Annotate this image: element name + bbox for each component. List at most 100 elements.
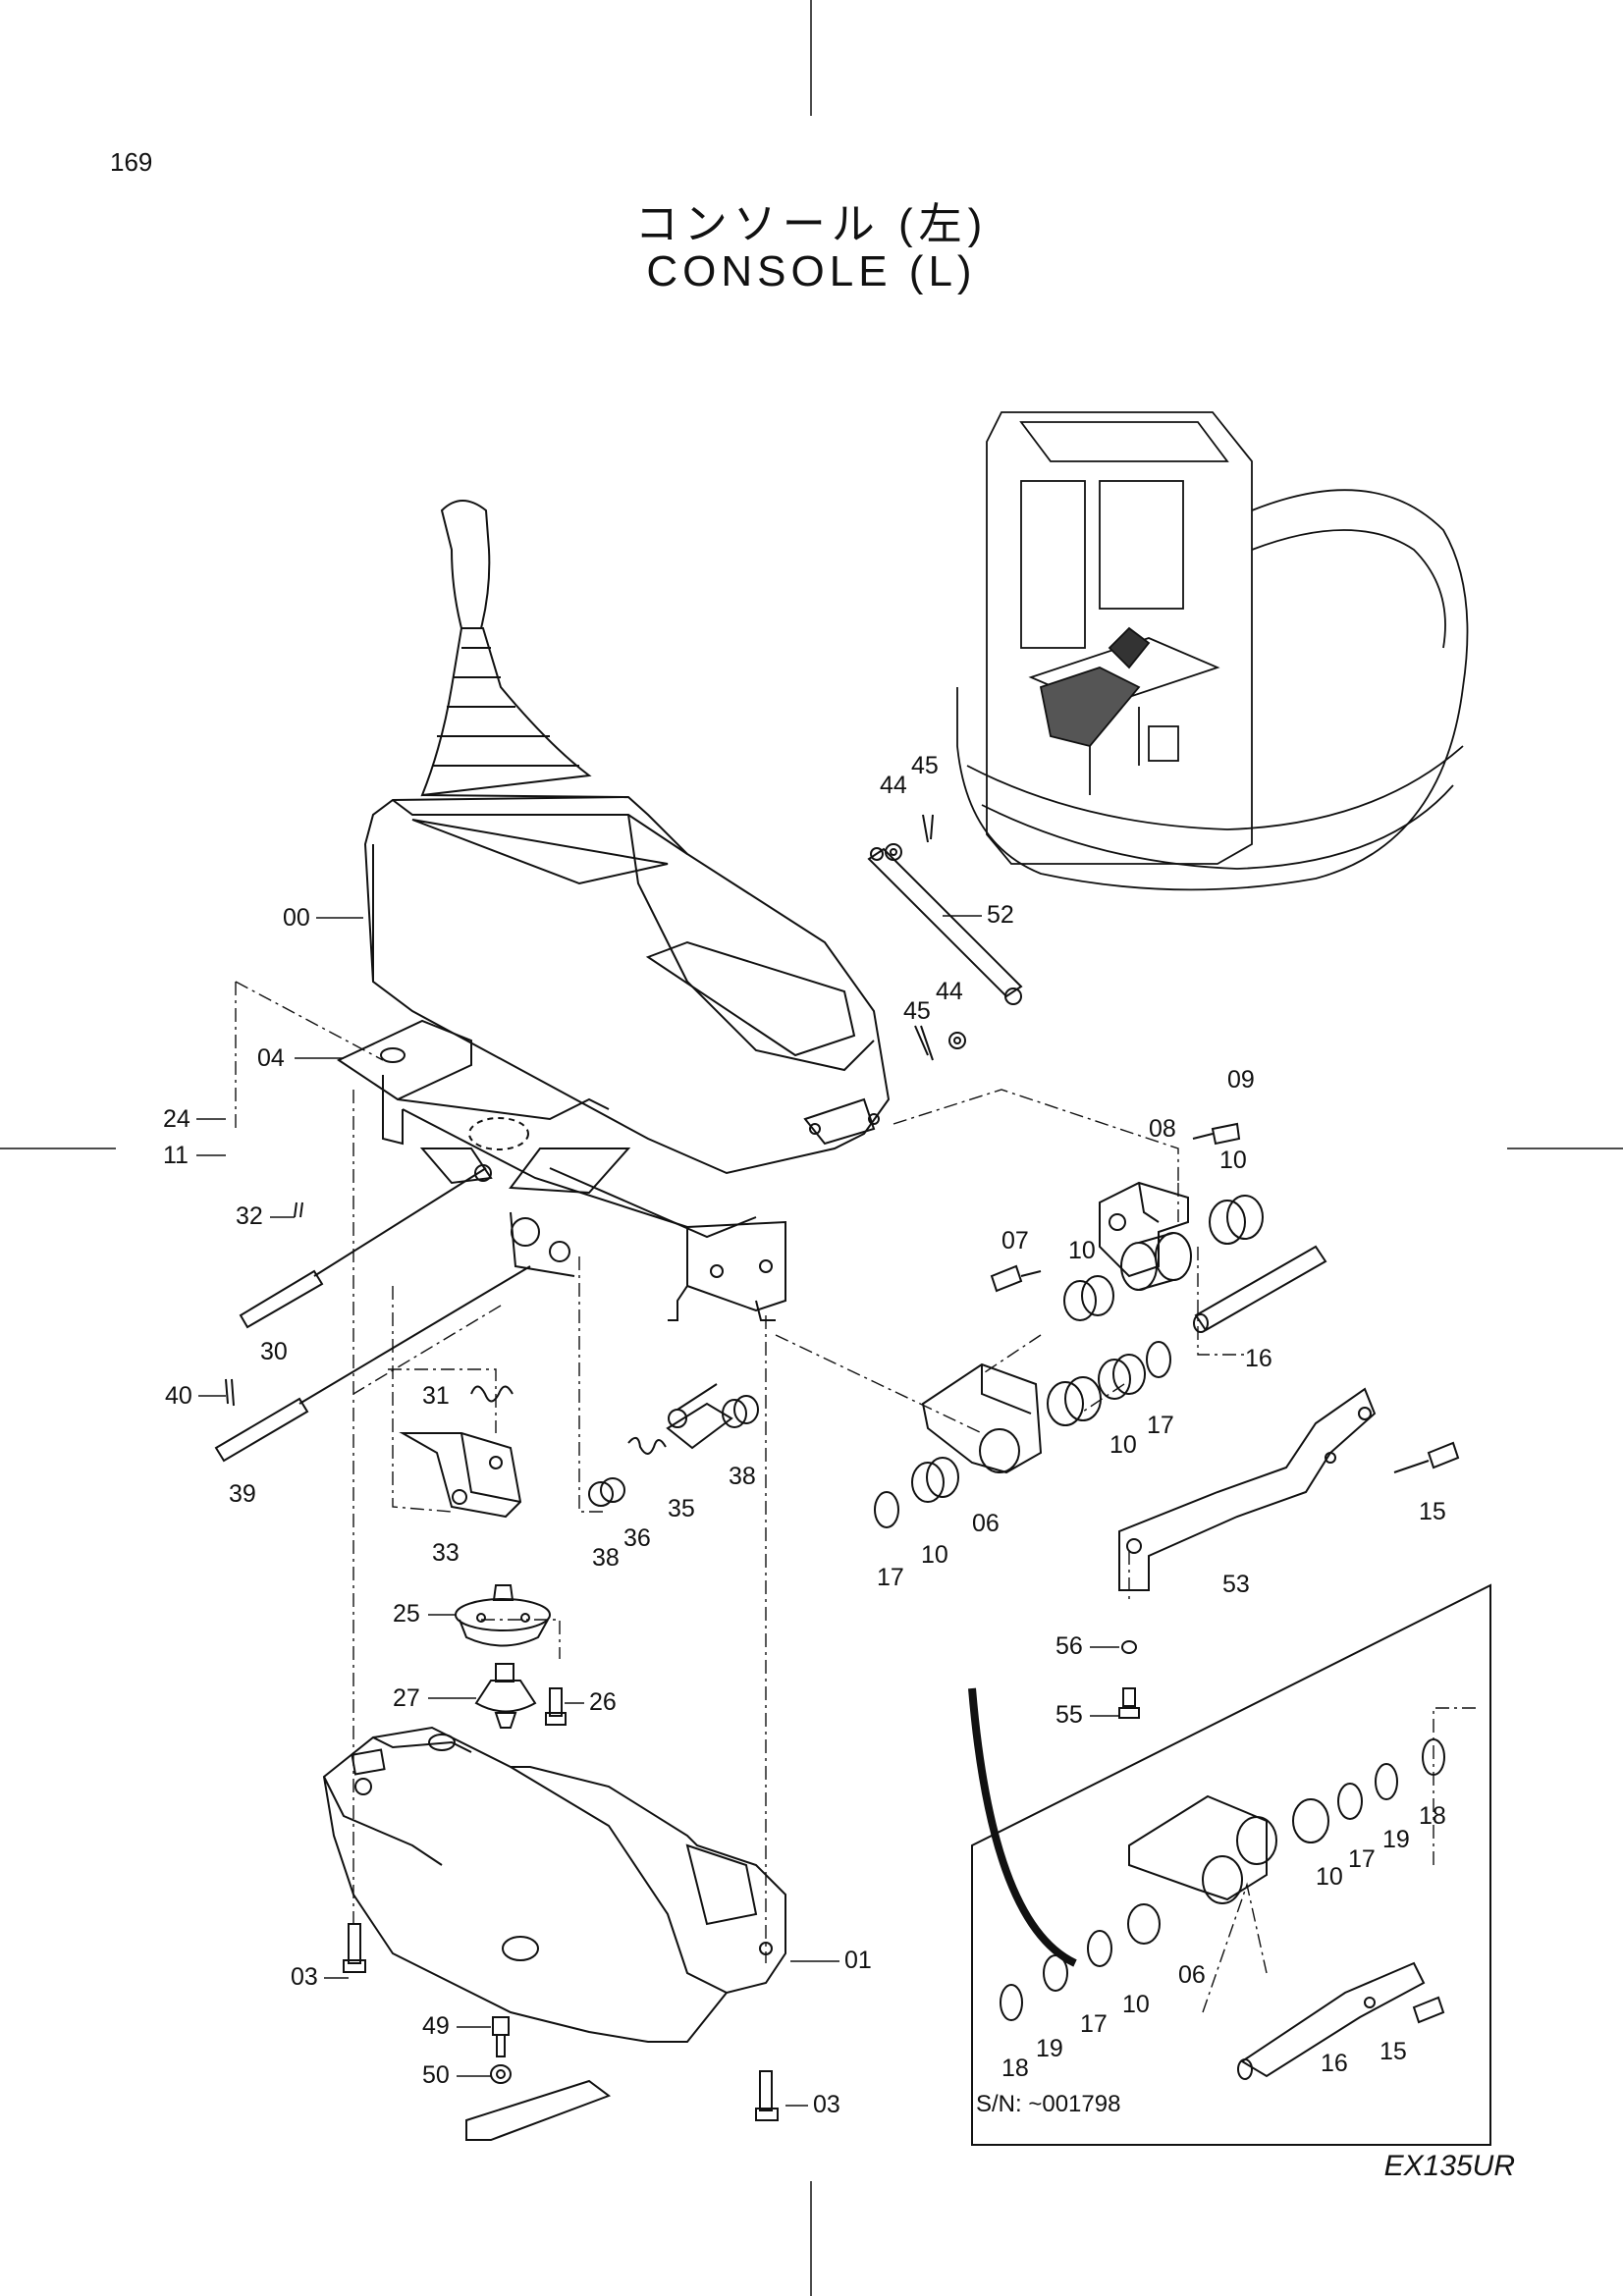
callout-inset-06: 06 — [1178, 1961, 1206, 1989]
callout-07: 07 — [1001, 1227, 1029, 1255]
callout-27: 27 — [393, 1684, 420, 1712]
callout-03-left: 03 — [291, 1963, 318, 1991]
clip-40 — [225, 1378, 235, 1407]
callout-16: 16 — [1245, 1345, 1272, 1372]
callout-06: 06 — [972, 1510, 1000, 1537]
bracket-33 — [399, 1432, 522, 1519]
clip-32 — [294, 1201, 303, 1218]
callout-08: 08 — [1149, 1115, 1176, 1143]
callout-inset-17: 17 — [1348, 1845, 1376, 1873]
collar-10-right2 — [1098, 1354, 1146, 1400]
collar-08-bush — [1120, 1232, 1192, 1291]
callout-25: 25 — [393, 1600, 420, 1628]
shim-17-left — [874, 1491, 899, 1528]
callout-00: 00 — [283, 904, 310, 932]
callout-50: 50 — [422, 2061, 450, 2089]
callout-15: 15 — [1419, 1498, 1446, 1525]
bolt-03-left — [343, 1923, 366, 1973]
bolt-09 — [1192, 1122, 1241, 1146]
callout-31: 31 — [422, 1382, 450, 1410]
bolt-55 — [1118, 1687, 1140, 1719]
callout-17-right: 17 — [1147, 1412, 1174, 1439]
spring-36 — [627, 1436, 667, 1455]
callout-10-mid: 10 — [1068, 1237, 1096, 1264]
callout-inset-18: 18 — [1419, 1802, 1446, 1830]
callout-inset-19b: 19 — [1036, 2035, 1063, 2062]
callout-40: 40 — [165, 1382, 192, 1410]
callout-04: 04 — [257, 1044, 285, 1072]
callout-inset-19: 19 — [1382, 1826, 1410, 1853]
bolt-07 — [990, 1264, 1042, 1293]
callout-33: 33 — [432, 1539, 460, 1567]
callout-10-left: 10 — [921, 1541, 948, 1569]
collar-10-mid — [1063, 1275, 1114, 1321]
callout-38-right: 38 — [729, 1463, 756, 1490]
excavator-overview-illustration — [956, 411, 1469, 891]
callout-44-top: 44 — [880, 772, 907, 799]
pin-30 — [239, 1167, 487, 1329]
page-title-japanese: コンソール (左) — [634, 200, 989, 248]
callout-inset-15: 15 — [1380, 2038, 1407, 2065]
collar-10-left — [911, 1457, 959, 1503]
bracket-08 — [1099, 1181, 1189, 1278]
callout-44-bottom: 44 — [936, 978, 963, 1005]
callout-55: 55 — [1055, 1701, 1083, 1729]
callout-36: 36 — [623, 1524, 651, 1552]
callout-inset-17b: 17 — [1080, 2010, 1108, 2038]
page-title-english: CONSOLE (L) — [646, 247, 977, 295]
dash-dot-leaders — [235, 981, 1478, 2013]
callout-56: 56 — [1055, 1632, 1083, 1660]
pin-39 — [214, 1265, 531, 1463]
callout-52: 52 — [987, 901, 1014, 929]
nut-50 — [490, 2064, 512, 2084]
link-53 — [1118, 1387, 1377, 1591]
collar-10-top — [1209, 1195, 1264, 1245]
bolt-03-right — [755, 2070, 779, 2121]
pin-16 — [1193, 1245, 1327, 1333]
callout-inset-10: 10 — [1316, 1863, 1343, 1891]
gas-stay — [867, 814, 1023, 1061]
callout-01: 01 — [844, 1947, 872, 1974]
callout-49: 49 — [422, 2012, 450, 2040]
serial-number-note: S/N: ~001798 — [976, 2091, 1121, 2117]
callout-30: 30 — [260, 1338, 288, 1365]
callout-53: 53 — [1222, 1571, 1250, 1598]
collar-38-left — [588, 1477, 625, 1507]
callout-11: 11 — [163, 1142, 189, 1169]
spring-31 — [470, 1385, 514, 1403]
callout-45-top: 45 — [911, 752, 939, 779]
callout-leaders — [196, 915, 1119, 2107]
callout-24: 24 — [163, 1105, 190, 1133]
callout-10-top: 10 — [1219, 1147, 1247, 1174]
bolt-26 — [545, 1687, 567, 1726]
console-cover — [363, 500, 891, 1175]
plate-35 — [666, 1383, 733, 1450]
callout-45-bottom: 45 — [903, 997, 931, 1025]
damper-25 — [455, 1584, 551, 1647]
bolt-15 — [1393, 1441, 1460, 1473]
shim-17-right — [1146, 1341, 1171, 1378]
bracket-06 — [921, 1362, 1043, 1474]
console-frame — [336, 1019, 786, 1321]
bolt-49 — [492, 2016, 510, 2057]
callout-26: 26 — [589, 1688, 617, 1716]
mount-27 — [474, 1663, 537, 1729]
channel-rail — [465, 2079, 612, 2141]
callout-38-left: 38 — [592, 1544, 620, 1572]
under-cover — [322, 1726, 786, 2043]
callout-03-right: 03 — [813, 2091, 840, 2118]
collar-10-right — [1047, 1376, 1102, 1426]
callout-inset-10b: 10 — [1122, 1991, 1150, 2018]
nut-56 — [1121, 1640, 1137, 1654]
callout-inset-16: 16 — [1321, 2050, 1348, 2077]
callout-35: 35 — [668, 1495, 695, 1522]
callout-39: 39 — [229, 1480, 256, 1508]
collar-38-right — [722, 1395, 759, 1428]
model-name: EX135UR — [1383, 2150, 1515, 2182]
callout-09: 09 — [1227, 1066, 1255, 1094]
detail-inset — [968, 1583, 1491, 2146]
callout-10-right: 10 — [1109, 1431, 1137, 1459]
callout-inset-18b: 18 — [1001, 2055, 1029, 2082]
callout-labels: 00 04 24 11 32 30 40 39 31 33 25 27 26 3… — [163, 752, 1446, 2118]
